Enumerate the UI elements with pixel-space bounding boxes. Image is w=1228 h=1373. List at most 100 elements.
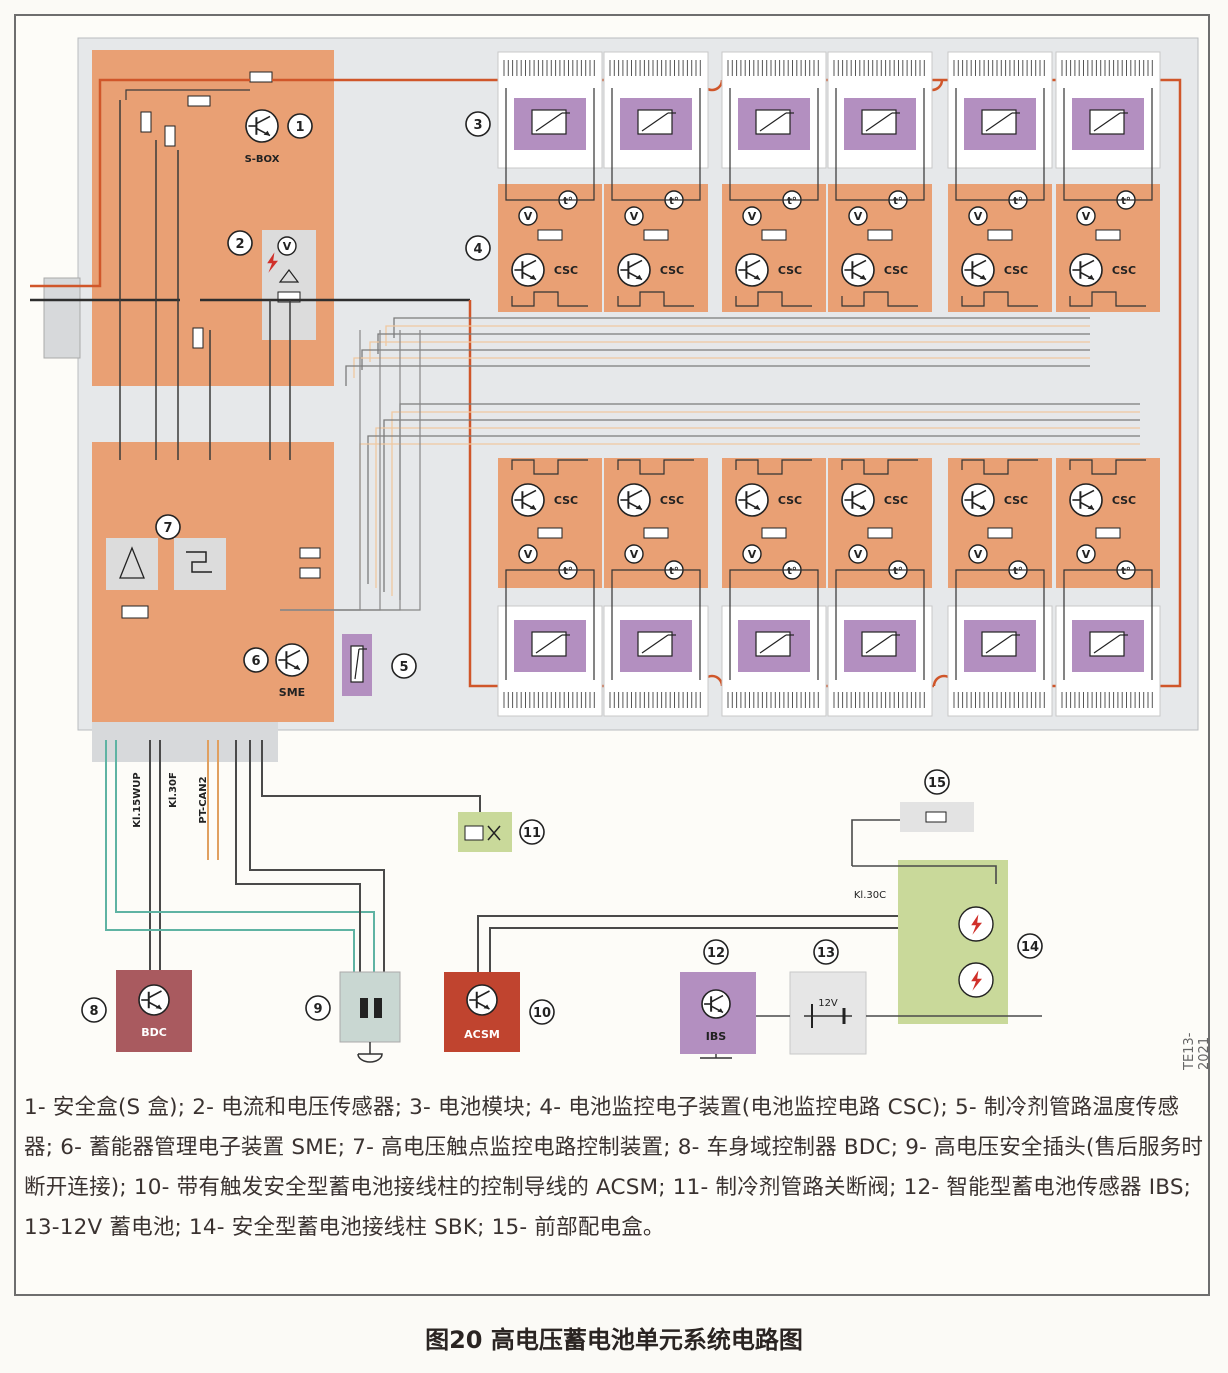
voltmeter-icon: V (624, 206, 644, 226)
csc-label: CSC (554, 264, 578, 277)
wire (617, 459, 694, 475)
wire (852, 865, 997, 884)
diode-icon (119, 546, 145, 579)
wire (511, 291, 588, 307)
legend-item: 8- 车身域控制器 BDC; (677, 1135, 906, 1160)
callout-number: 6 (251, 654, 260, 669)
battery-module-pair: Vt°CSC (721, 51, 827, 312)
relay-contact-icon (164, 125, 176, 147)
communication-bus (353, 357, 1090, 378)
battery-module-pair: Vt°CSC (947, 51, 1053, 312)
lightning-icon (971, 914, 982, 935)
lightning-icon (267, 252, 278, 273)
callout-circle (391, 653, 417, 679)
temperature-label: t° (1121, 566, 1131, 577)
wire (489, 927, 920, 972)
callout-circle (155, 514, 181, 540)
resistor-icon (1095, 229, 1121, 241)
callout-number: 8 (89, 1004, 98, 1019)
voltmeter-icon: V (277, 236, 297, 256)
bdc-label: BDC (141, 1026, 167, 1039)
voltmeter-label: V (974, 210, 983, 223)
legend-item: 5- 制冷剂管路温度传感器; (24, 1095, 1180, 1160)
callout-8: 8 (81, 997, 107, 1023)
callout-12: 12 (703, 939, 729, 965)
callout-15: 15 (924, 769, 950, 795)
valve-icon (487, 825, 501, 841)
interlock-loop (115, 740, 375, 975)
voltmeter-label: V (748, 548, 757, 561)
wire (125, 89, 250, 100)
temperature-label: t° (1013, 196, 1023, 207)
temperature-label: t° (787, 566, 797, 577)
voltmeter-icon: V (518, 544, 538, 564)
legend-item: 4- 电池监控电子装置(电池监控电路 CSC); (539, 1095, 955, 1120)
transistor-icon (1069, 483, 1103, 517)
wire (477, 915, 940, 972)
callout-circle (465, 235, 491, 261)
callout-number: 10 (533, 1006, 551, 1021)
hv-safety-plug-box (339, 971, 401, 1043)
ibs-label: IBS (706, 1030, 726, 1043)
legend-item: 6- 蓄能器管理电子装置 SME; (60, 1135, 353, 1160)
transistor-icon (701, 989, 731, 1019)
thermistor-icon (637, 109, 676, 135)
callout-circle (813, 939, 839, 965)
resistor-icon (761, 229, 787, 241)
fuse-icon (925, 811, 947, 823)
thermistor-icon (531, 631, 570, 657)
wire (841, 459, 918, 475)
communication-bus (369, 341, 1090, 362)
csc-box (948, 184, 1052, 312)
hv-line-positive (30, 78, 250, 288)
resistor-icon (299, 547, 321, 559)
plug-pin (360, 998, 368, 1018)
voltmeter-label: V (630, 210, 639, 223)
thermistor-icon (350, 645, 367, 683)
callout-7: 7 (155, 514, 181, 540)
resistor-icon (987, 229, 1013, 241)
voltmeter-icon: V (1076, 206, 1096, 226)
legend-item: 15- 前部配电盒。 (491, 1215, 665, 1240)
callout-circle (519, 819, 545, 845)
wire (505, 569, 595, 680)
wire (851, 819, 900, 866)
thermistor-icon (1089, 109, 1128, 135)
csc-box (1056, 458, 1160, 588)
ground-icon (700, 1054, 732, 1059)
hv-connector (43, 277, 81, 359)
temperature-label: t° (893, 196, 903, 207)
legend-item: 13-12V 蓄电池; (24, 1215, 189, 1240)
wire (1162, 78, 1182, 688)
resistor-icon (299, 567, 321, 579)
resistor-icon (121, 605, 149, 619)
fuse-icon (249, 71, 273, 83)
voltmeter-icon: V (742, 544, 762, 564)
callout-11: 11 (519, 819, 545, 845)
temperature-label: t° (1121, 196, 1131, 207)
callout-number: 1 (295, 120, 304, 135)
transistor-icon (138, 984, 170, 1016)
thermistor-icon (531, 109, 570, 135)
legend: 1- 安全盒(S 盒); 2- 电流和电压传感器; 3- 电池模块; 4- 电池… (24, 1088, 1204, 1248)
voltmeter-icon: V (968, 206, 988, 226)
csc-label: CSC (660, 264, 684, 277)
sme-label: SME (279, 686, 305, 699)
12v-battery-box (789, 971, 867, 1055)
communication-bus (367, 435, 1140, 584)
ptcan2-label: PT-CAN2 (198, 776, 209, 823)
callout-9: 9 (305, 995, 331, 1021)
callout-number: 11 (523, 826, 541, 841)
voltmeter-label: V (974, 548, 983, 561)
callout-number: 14 (1021, 940, 1039, 955)
thermistor-icon (981, 109, 1020, 135)
callout-circle (924, 769, 950, 795)
transistor-icon (617, 253, 651, 287)
callout-4: 4 (465, 235, 491, 261)
thermistor-icon (861, 631, 900, 657)
communication-bus (385, 325, 1090, 346)
voltmeter-icon: V (624, 544, 644, 564)
transistor-icon (841, 253, 875, 287)
